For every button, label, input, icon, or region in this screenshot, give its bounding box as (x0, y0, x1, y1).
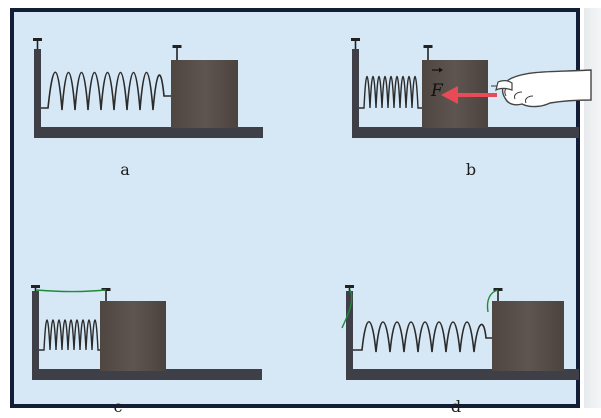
base-plate (346, 369, 579, 380)
wall-pin (31, 285, 40, 291)
panel-b: F b (351, 38, 592, 179)
thread (35, 289, 107, 293)
panel-d: d (341, 285, 579, 416)
spring-compressed (39, 319, 101, 351)
panel-c: c (31, 285, 262, 416)
wall (32, 291, 39, 371)
block (492, 301, 564, 371)
block (171, 60, 238, 128)
wall-pin (33, 38, 42, 49)
panel-label-b: b (466, 160, 476, 179)
page-edge (584, 8, 601, 408)
broken-thread-right (486, 289, 499, 313)
base-plate (34, 127, 263, 138)
force-label: F (430, 81, 444, 101)
hand-icon (491, 69, 592, 108)
block (100, 301, 166, 371)
wall (34, 49, 41, 129)
spring (353, 320, 493, 353)
spring-compressed (359, 75, 423, 109)
block-pin (172, 45, 182, 60)
wall (346, 291, 353, 371)
wall-pin (345, 285, 354, 291)
base-plate (32, 369, 262, 380)
panel-label-d: d (451, 397, 461, 416)
block-pin (101, 288, 111, 301)
force-arrow (441, 86, 497, 104)
force-vector-arrow-icon (432, 67, 443, 73)
wall-pin (351, 38, 360, 49)
broken-thread-left (341, 289, 353, 329)
base-plate (352, 127, 579, 138)
panel-label-a: a (120, 160, 130, 179)
panel-label-c: c (114, 397, 123, 416)
panel-a: a (33, 38, 263, 179)
block-pin (423, 45, 433, 60)
spring (41, 71, 172, 111)
block-pin (493, 288, 503, 301)
wall (352, 49, 359, 129)
